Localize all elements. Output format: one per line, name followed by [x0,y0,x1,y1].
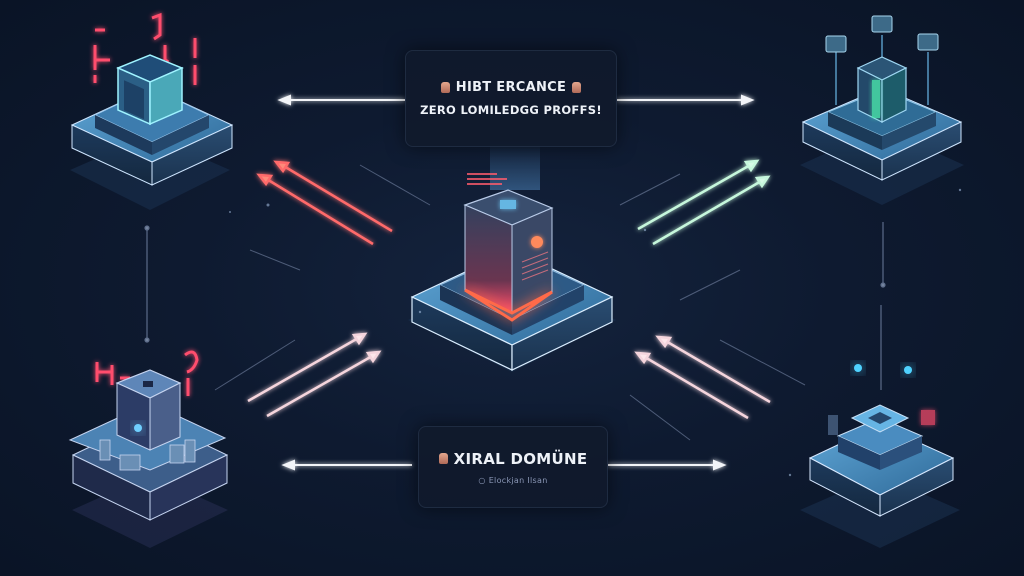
faint-diagonals [214,164,806,441]
double-arrow-pink-right [634,335,771,420]
node-top-right [800,15,964,205]
node-bottom-right [800,364,960,548]
house-icon [438,453,448,464]
bottom-label-title-row: XIRAL DOMÜNE [438,449,588,468]
double-arrow-green [637,159,771,246]
top-label-subtitle: ZERO LOMILEDGG PROFFS! [420,103,602,117]
top-label-card: HIBT ERCANCE ZERO LOMILEDGG PROFFS! [405,50,617,147]
node-center [408,140,616,372]
node-bottom-left [68,350,229,548]
horizontal-arrows [277,94,755,471]
node-top-left [70,12,234,210]
double-arrow-red [256,160,393,246]
circle-icon: ○ [478,475,486,485]
bottom-label-card: XIRAL DOMÜNE ○ Elockjan Ilsan [418,426,608,508]
hand-icon [572,82,582,93]
neon-glyphs-icon [95,350,199,396]
top-label-title: HIBT ERCANCE [455,80,567,95]
bottom-label-title: XIRAL DOMÜNE [453,449,588,468]
top-label-title-row: HIBT ERCANCE [440,80,582,95]
vertical-connectors [144,222,886,390]
hand-icon [440,82,450,93]
bottom-label-caption-row: ○ Elockjan Ilsan [478,476,547,485]
double-arrow-pink-left [247,332,382,418]
bottom-label-caption: Elockjan Ilsan [488,475,548,485]
